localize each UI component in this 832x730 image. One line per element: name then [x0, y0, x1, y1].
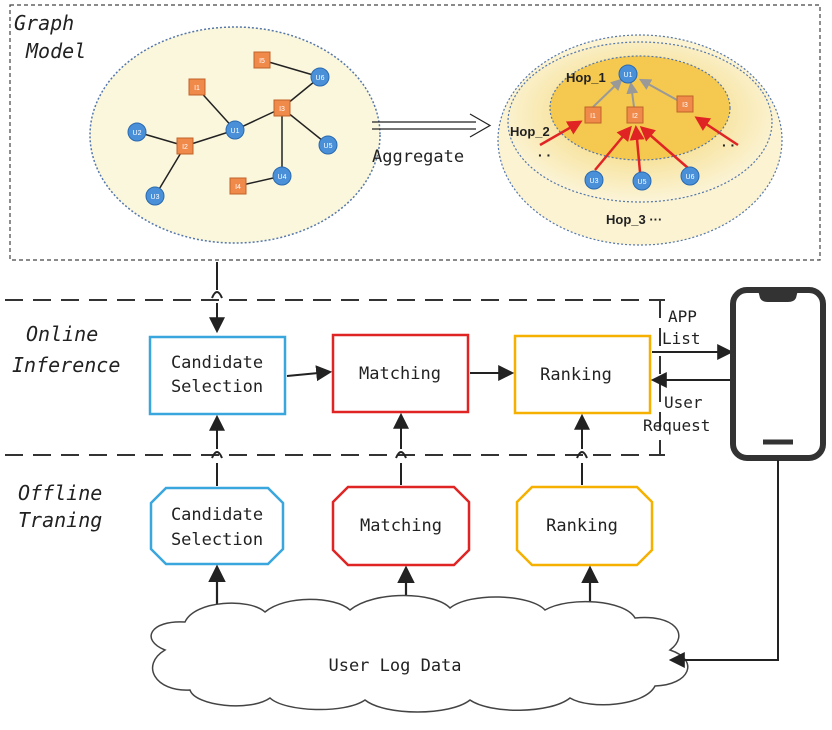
graph-model-box [9, 4, 821, 261]
aggregate-arrow [372, 113, 492, 138]
node-u1: U1 [225, 120, 245, 140]
online-flow-arrows [286, 344, 734, 388]
hop1-label: Hop_1 [566, 70, 606, 85]
offline-candidate-line2: Selection [171, 530, 263, 550]
node-i2: I2 [176, 137, 194, 155]
dots-right: · · [722, 137, 735, 153]
offline-ranking-label: Ranking [546, 516, 618, 536]
online-label-2: Inference [12, 353, 120, 377]
offline-to-online-arrows [209, 412, 590, 486]
svg-text:I1: I1 [590, 113, 596, 120]
right-graph-nodes: U1 I1 I2 I3 U3 U5 U6 [584, 64, 700, 191]
user-log-cloud [150, 594, 689, 713]
hop3-label: Hop_3 ··· [606, 212, 662, 227]
right-graph-red-edges [539, 116, 739, 173]
left-graph-nodes: I1 I5 U6 I3 U1 U2 I2 U5 U3 I4 U4 [127, 51, 338, 206]
online-candidate-line1: Candidate [171, 353, 263, 373]
svg-text:I2: I2 [632, 113, 638, 120]
right-node-u1: U1 [618, 64, 638, 84]
right-node-i1: I1 [584, 106, 602, 124]
svg-text:U3: U3 [590, 178, 599, 185]
svg-text:U6: U6 [686, 174, 695, 181]
node-u3: U3 [145, 186, 165, 206]
node-i3: I3 [273, 99, 291, 117]
right-node-u3: U3 [584, 170, 604, 190]
online-ranking-box [513, 334, 652, 415]
svg-text:U2: U2 [133, 130, 142, 137]
node-u2: U2 [127, 122, 147, 142]
svg-text:I3: I3 [682, 102, 688, 109]
graph-to-candidate-arrow [209, 262, 225, 334]
svg-text:U5: U5 [638, 179, 647, 186]
svg-text:I4: I4 [235, 184, 241, 191]
phone-to-cloud-arrow [668, 460, 779, 668]
offline-matching-box [331, 485, 471, 567]
online-ranking-label: Ranking [540, 365, 612, 385]
svg-text:U5: U5 [324, 143, 333, 150]
app-list-label-2: List [662, 329, 701, 348]
svg-text:I5: I5 [259, 58, 265, 65]
right-node-u6: U6 [680, 166, 700, 186]
online-candidate-line2: Selection [171, 377, 263, 397]
online-candidate-box [148, 335, 287, 416]
user-log-data-label: User Log Data [328, 656, 461, 676]
graph-model-title-1: Graph [14, 11, 74, 35]
offline-label-1: Offline [18, 481, 102, 505]
node-i5: I5 [253, 51, 271, 69]
online-matching-box [331, 333, 470, 414]
svg-text:U3: U3 [151, 194, 160, 201]
svg-text:U1: U1 [231, 128, 240, 135]
app-list-label-1: APP [668, 307, 697, 326]
offline-candidate-line1: Candidate [171, 505, 263, 525]
user-request-label-1: User [664, 393, 703, 412]
hop2-label: Hop_2 [510, 124, 550, 139]
online-matching-label: Matching [359, 364, 441, 384]
right-node-u5: U5 [632, 171, 652, 191]
svg-text:I1: I1 [194, 85, 200, 92]
node-u5: U5 [318, 135, 338, 155]
svg-text:I3: I3 [279, 106, 285, 113]
right-graph-gray-edges [592, 78, 678, 108]
smartphone-icon [730, 287, 826, 461]
aggregate-label: Aggregate [372, 147, 464, 167]
svg-text:U6: U6 [316, 75, 325, 82]
online-label-1: Online [26, 322, 98, 346]
svg-text:U4: U4 [278, 174, 287, 181]
right-node-i3: I3 [676, 95, 694, 113]
user-request-label-2: Request [643, 416, 710, 435]
offline-label-2: Traning [18, 508, 102, 532]
offline-matching-label: Matching [360, 516, 442, 536]
node-i4: I4 [229, 177, 247, 195]
offline-candidate-box [149, 486, 285, 566]
node-u6: U6 [310, 67, 330, 87]
svg-text:U1: U1 [624, 72, 633, 79]
offline-ranking-box [515, 485, 654, 567]
right-node-i2: I2 [626, 106, 644, 124]
svg-text:I2: I2 [182, 144, 188, 151]
dots-left: · · [538, 147, 551, 163]
node-i1: I1 [188, 78, 206, 96]
graph-model-title-2: Model [25, 39, 86, 63]
node-u4: U4 [272, 166, 292, 186]
online-region-dashes [5, 299, 665, 456]
